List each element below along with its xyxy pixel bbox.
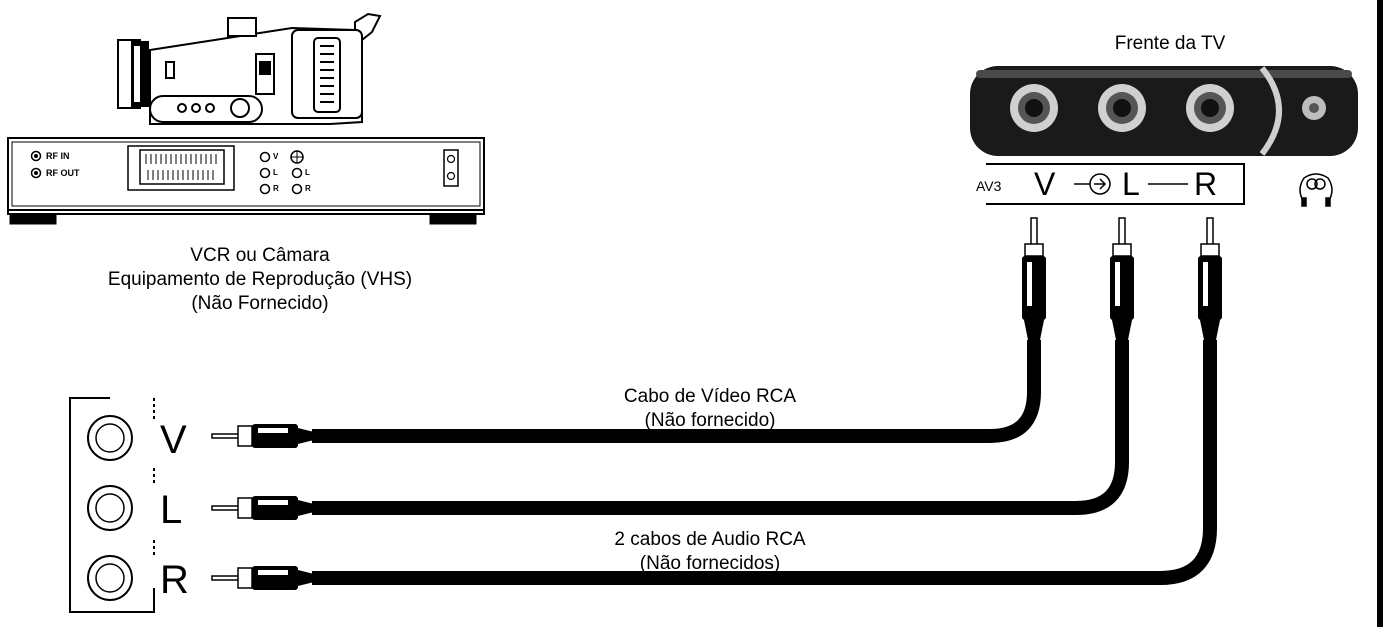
source-l-label: L [160, 488, 183, 532]
audio-right-plug-right [1198, 217, 1222, 340]
tv-front-panel [970, 66, 1358, 156]
audio-cable-left [211, 217, 1134, 520]
vcr-port-l-label: L [273, 168, 278, 177]
audio-left-plug-right [1110, 217, 1134, 340]
tv-front-title: Frente da TV [1114, 33, 1226, 54]
audio-cable-right [211, 217, 1222, 590]
vcr-port-r2-label: R [305, 184, 311, 193]
source-v-label: V [160, 418, 187, 462]
video-cable-label: Cabo de Vídeo RCA [623, 386, 797, 407]
vcr-rf-in-label: RF IN [46, 151, 70, 161]
vcr-caption-line-3: (Não Fornecido) [191, 293, 329, 314]
video-cable [211, 217, 1046, 448]
tv-jack-v-label: V [1034, 166, 1056, 202]
video-plug-left [211, 424, 314, 448]
vcr-port-v-label: V [273, 152, 279, 161]
vcr-rf-out-label: RF OUT [46, 168, 80, 178]
vcr-illustration [7, 137, 485, 225]
tv-input-label: AV3 [976, 178, 1002, 194]
video-cable-note: (Não fornecido) [644, 410, 776, 431]
scart-pins [145, 154, 217, 180]
source-r-label: R [160, 558, 189, 602]
audio-cables-label: 2 cabos de Audio RCA [614, 529, 806, 550]
tv-jack-l-label: L [1122, 166, 1140, 202]
audio-right-plug-left [211, 566, 314, 590]
vcr-caption-line-1: VCR ou Câmara [190, 245, 330, 266]
tv-jack-video [1010, 84, 1058, 132]
tv-headphone-jack [1302, 96, 1326, 120]
tv-jack-audio-right [1186, 84, 1234, 132]
video-plug-right [1022, 217, 1046, 340]
page-edge-bar [1377, 0, 1383, 627]
audio-left-plug-left [211, 496, 314, 520]
camcorder-illustration [117, 12, 382, 125]
vcr-port-r-label: R [273, 184, 279, 193]
audio-cables-note: (Não fornecidos) [639, 553, 781, 574]
vcr-caption-line-2: Equipamento de Reprodução (VHS) [107, 269, 413, 290]
tv-jack-r-label: R [1194, 166, 1218, 202]
tv-jack-audio-left [1098, 84, 1146, 132]
tv-input-label-box [986, 163, 1245, 205]
vcr-port-l2-label: L [305, 168, 310, 177]
source-output-panel [69, 397, 155, 613]
headphone-icon [1299, 173, 1333, 207]
